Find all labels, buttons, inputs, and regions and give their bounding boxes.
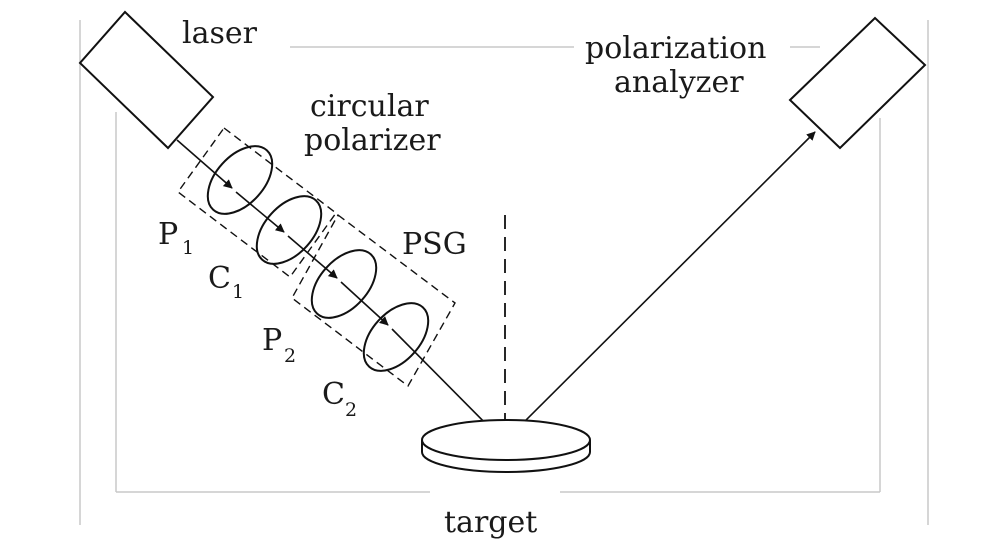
polarizer-p1 [206,145,274,215]
target-label: target [444,505,537,540]
psg-dashed-box [291,213,456,388]
analyzer-box [788,16,927,150]
target-disc [421,419,591,473]
circular-polarizer-label-line1: circular [310,89,429,124]
p1-label: P [158,217,178,252]
polarization-analyzer-label-line2: analyzer [614,65,744,100]
psg-label: PSG [402,227,467,262]
laser-box [78,10,215,150]
polarizer-p2 [310,249,378,319]
p2-label: P [262,323,282,358]
frame-lines [79,20,929,525]
c1-subscript: 1 [232,281,244,303]
waveplate-c2 [362,302,430,372]
laser-label: laser [182,16,258,51]
p2-subscript: 2 [284,345,296,367]
circular-polarizer-dashed-box [177,127,337,278]
reflected-beam [504,131,816,442]
c2-label: C [322,377,345,412]
polarization-analyzer-label-line1: polarization [585,31,766,66]
circular-polarizer-label-line2: polarizer [304,123,441,158]
c1-label: C [208,261,231,296]
p1-subscript: 1 [182,237,194,259]
waveplate-c1 [255,195,323,265]
c2-subscript: 2 [345,399,357,421]
